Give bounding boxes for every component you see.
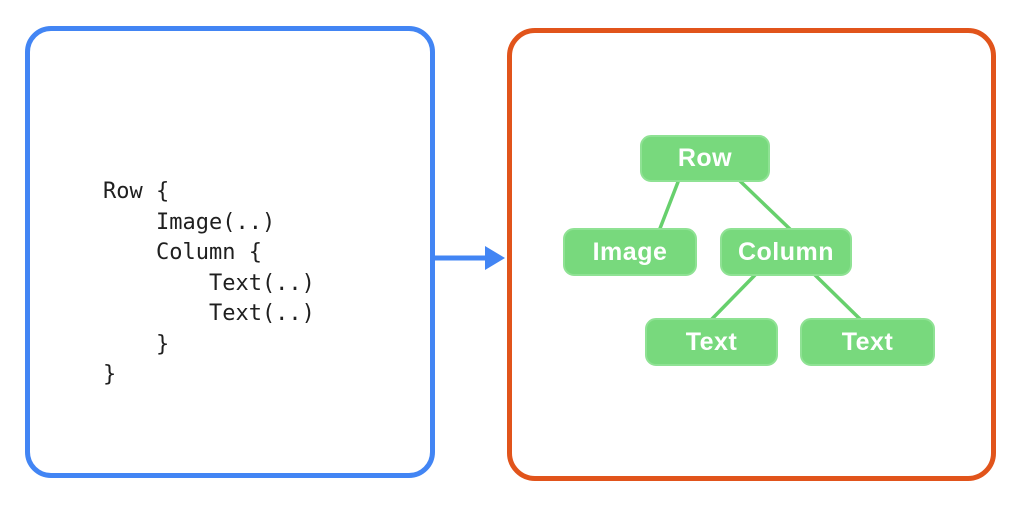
tree-node-label: Row <box>677 144 733 172</box>
tree-edge-column-text-2 <box>813 273 864 323</box>
arrow-right-icon <box>433 246 505 270</box>
tree-edges <box>657 179 864 323</box>
tree-node-row: Row <box>640 135 770 182</box>
tree-panel: Row Image Column Text Text <box>507 28 996 481</box>
tree-node-image: Image <box>563 228 697 276</box>
arrow-head <box>485 246 505 270</box>
tree-node-column: Column <box>720 228 852 276</box>
tree-edge-column-text-1 <box>708 273 757 323</box>
tree-node-label: Text <box>685 327 738 356</box>
tree-node-text-1: Text <box>645 318 778 366</box>
tree-node-label: Image <box>592 237 668 266</box>
code-panel: Row { Image(..) Column { Text(..) Text(.… <box>25 26 435 478</box>
code-block: Row { Image(..) Column { Text(..) Text(.… <box>103 179 315 387</box>
tree-edge-row-image <box>657 180 680 233</box>
tree-edge-row-column <box>738 179 794 233</box>
tree-node-text-2: Text <box>800 318 935 366</box>
tree-node-label: Column <box>737 237 835 266</box>
tree-node-label: Text <box>841 327 894 356</box>
